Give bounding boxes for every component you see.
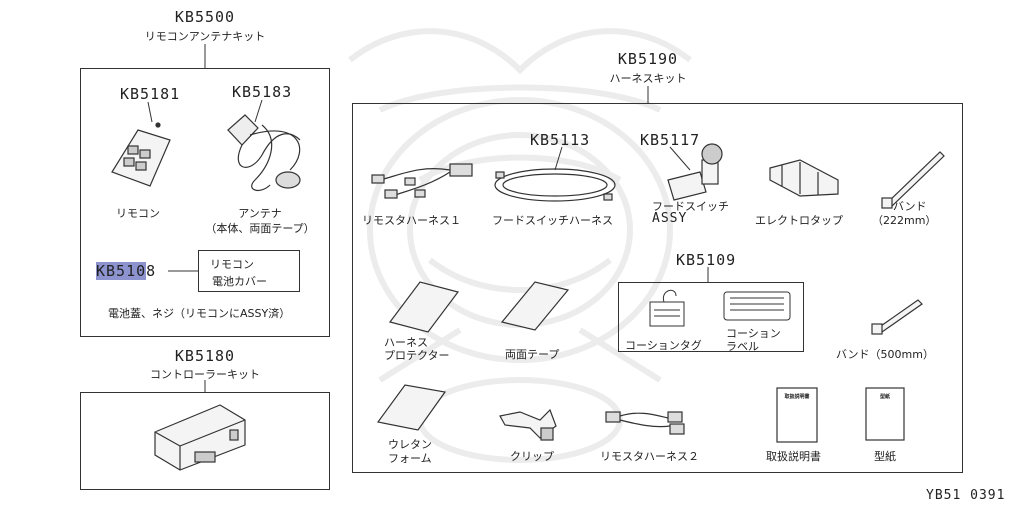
remote-harness-2-illustration: [605, 411, 685, 435]
remote-illustration: [111, 122, 171, 187]
hood-switch-harness-code: KB5113: [530, 131, 591, 149]
caution-tag-illustration: [649, 301, 685, 327]
band-500-illustration: [871, 299, 923, 335]
remote-harness-1-illustration: [371, 163, 473, 199]
hood-switch-harness-label: フードスイッチハーネス: [492, 214, 613, 227]
antenna-label-1: アンテナ: [238, 207, 282, 220]
remote-kit-name: リモコンアンテナキット: [144, 30, 266, 43]
battery-cover-code-rest: 8: [146, 262, 157, 280]
band-222-illustration: [881, 151, 945, 209]
controller-kit-name: コントローラーキット: [150, 368, 260, 381]
caution-kit-box: [618, 282, 804, 352]
remote-kit-code: KB5500: [174, 8, 236, 26]
hood-switch-harness-illustration: [494, 168, 616, 202]
battery-note: 電池蓋、ネジ（リモコンにASSY済）: [108, 307, 291, 320]
controller-illustration: [154, 404, 246, 471]
template-illustration: [865, 387, 905, 441]
band-222-label-2: （222mm）: [872, 214, 937, 227]
manual-label: 取扱説明書: [766, 450, 821, 463]
harness-protector-illustration: [388, 281, 460, 333]
band-222-label-1: バンド: [893, 200, 927, 213]
hood-switch-assy-illustration: [667, 143, 723, 201]
urethane-foam-label-1: ウレタン: [388, 438, 432, 451]
hood-switch-assy-label-1: フードスイッチ: [652, 200, 729, 213]
caution-label-label-1: コーション: [726, 327, 781, 340]
antenna-illustration: [227, 114, 301, 192]
controller-kit-code: KB5180: [174, 347, 236, 365]
hood-switch-assy-code: KB5117: [640, 131, 701, 149]
remote-code: KB5181: [120, 85, 181, 103]
caution-label-label-2: ラベル: [726, 340, 759, 353]
antenna-label-2: （本体、両面テープ）: [205, 222, 315, 235]
double-tape-illustration: [500, 281, 570, 331]
remote-harness-1-label: リモスタハーネス１: [362, 214, 461, 227]
remote-harness-2-label: リモスタハーネス２: [600, 450, 699, 463]
urethane-foam-illustration: [376, 384, 447, 431]
remote-label: リモコン: [116, 207, 160, 220]
hood-switch-assy-label-2: ASSY: [652, 211, 688, 226]
harness-protector-label-1: ハーネス: [384, 336, 428, 349]
battery-cover-code-highlight: KB510: [96, 262, 147, 280]
battery-cover-label-box: [198, 250, 300, 292]
caution-tag-label: コーションタグ: [625, 339, 702, 352]
electro-tap-illustration: [769, 159, 839, 197]
battery-cover-label-2: 電池カバー: [212, 275, 267, 288]
diagram-id: YB51 0391: [926, 488, 1006, 503]
template-label: 型紙: [874, 450, 896, 463]
battery-cover-code: KB5108: [96, 262, 156, 280]
template-cover-text: 型紙: [879, 394, 890, 400]
harness-protector-label-2: プロテクター: [384, 349, 450, 362]
clip-label: クリップ: [510, 450, 554, 463]
electro-tap-label: エレクトロタップ: [755, 214, 843, 227]
harness-kit-code: KB5190: [617, 50, 679, 68]
manual-cover-text: 取扱説明書: [784, 394, 810, 400]
caution-kit-code: KB5109: [676, 251, 737, 269]
urethane-foam-label-2: フォーム: [388, 452, 432, 465]
caution-label-illustration: [723, 291, 791, 321]
clip-illustration: [499, 408, 557, 441]
double-tape-label: 両面テープ: [505, 348, 560, 361]
battery-cover-label-1: リモコン: [210, 258, 254, 271]
antenna-code: KB5183: [232, 83, 293, 101]
manual-illustration: [776, 387, 818, 443]
band-500-label: バンド（500mm）: [836, 348, 934, 361]
harness-kit-name: ハーネスキット: [609, 72, 687, 85]
